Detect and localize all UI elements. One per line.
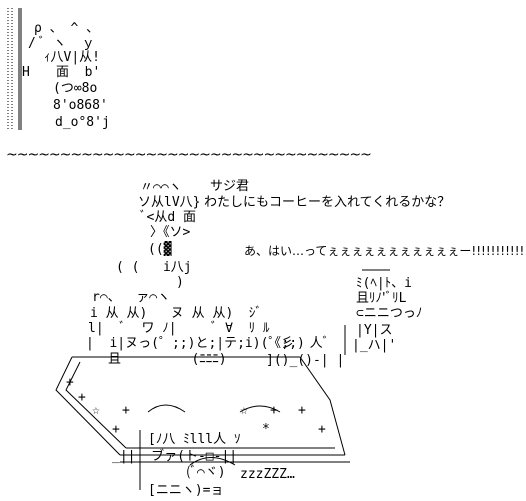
girl-line-3: ⊂ニニつっﾉ [356, 306, 423, 321]
mark-7: + [318, 422, 326, 437]
small-figure-2: ]()_()-| | [266, 353, 345, 368]
star-icon: ☆ [92, 403, 100, 418]
sleeper-line-2: _|| ブァ(ト-□-|| [112, 449, 238, 464]
kids-line-3: l| ﾞ ワ ﾉ| ﾞ ∀ ﾘ ﾙ [88, 321, 270, 336]
door-h-label: H [22, 65, 30, 80]
man-line-7: ) [176, 275, 184, 290]
table-left-edge [55, 356, 121, 456]
mark-2: + [78, 390, 86, 405]
man-line-5: ((▓ [148, 242, 172, 257]
blanket-curve [147, 404, 186, 413]
small-figure-1: 《彡 人ﾞ [268, 336, 330, 351]
top-art-line-7: d_o°8'j [55, 115, 110, 130]
top-art-line-6: 8'o868' [53, 98, 108, 113]
speaker-line: わたしにもコーヒーを入れてくれるかな？ [204, 195, 451, 210]
top-art-line-3: ｨ八V|从! [44, 50, 100, 65]
sleep-zzz: zzzZZZ… [240, 467, 295, 482]
speaker-name: サジ君 [210, 179, 250, 194]
blanket-curve-2 [239, 405, 281, 413]
kids-cup: 且 (ﾆﾆﾆ) [108, 352, 227, 367]
man-line-1: 〃⌒⌒ヽ [140, 180, 182, 195]
star-icon-2: ☆ [240, 403, 248, 418]
girl-line-1: ﾐ(ﾍ|ﾄ、i [356, 276, 412, 291]
mark-5: + [298, 403, 306, 418]
girl-line-5: |_ハ|' [352, 338, 397, 353]
girl-line-2: 且ﾘﾉ'ﾞﾘL [356, 291, 407, 306]
man-line-6: ( ( i八j [116, 260, 192, 275]
kids-line-2: i 从 从) ヌ 从 从) ｼﾞ [90, 306, 262, 321]
table-inner-edge [65, 361, 127, 449]
kids-line-4: | i|ヌっ(゜;;)と;|テ;i)(゜;;) [86, 336, 305, 351]
sleeper-line-1: [ﾉ八 ﾐlll人 ｿ [148, 432, 241, 447]
man-line-3: ﾞ<从d 面 [140, 210, 196, 225]
mark-4: + [270, 403, 278, 418]
table-right-edge [299, 356, 346, 456]
top-art-line-5: (つ∞8o [53, 81, 98, 96]
mark-6: + [112, 422, 120, 437]
scene-separator: ~~~~~~~~~~~~~~~~~~~~~~~~~~~~~~~~~~ [6, 147, 372, 163]
reply-line: あ、はい…ってぇぇぇぇぇぇぇぇぇぇぇー!!!!!!!!!!! [244, 244, 525, 258]
top-art-line-2: / ﾞ ヽ ｙ [28, 36, 95, 51]
top-art-line-1: ρ 、 ^ 、 [34, 21, 100, 36]
man-line-4: 〉《ソ> [150, 225, 191, 240]
sleeper-line-4: [ニニヽ)=ョ [148, 483, 224, 498]
top-art-line-4: 面 b' [56, 65, 101, 80]
mark-1: + [66, 375, 74, 390]
sleeper-head [189, 457, 236, 466]
asterisk-mark: * [262, 422, 270, 437]
kids-line-1: r⌒、 ァ⌒ヽ [92, 290, 171, 305]
mark-3: + [122, 403, 130, 418]
sleeper-line-3: (ﾞ⌒ヾ) [186, 465, 226, 480]
man-line-2: ソ从lV八} [138, 195, 201, 210]
girl-line-4: |Y|ス [356, 323, 393, 338]
